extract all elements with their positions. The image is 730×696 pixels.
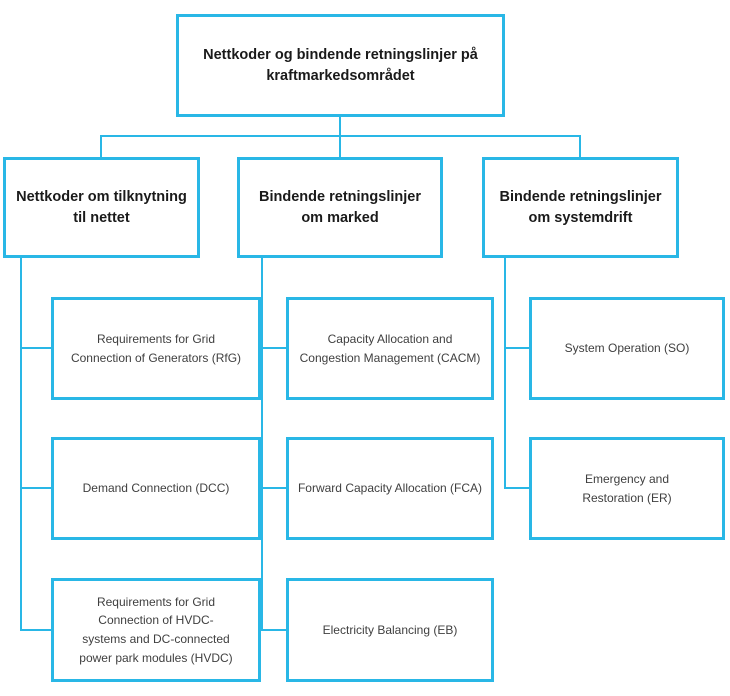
connector-root-trunk bbox=[339, 117, 341, 137]
connector-stub-cacm bbox=[261, 347, 286, 349]
branch-header-tilknytning: Nettkoder om tilknytning til nettet bbox=[3, 157, 200, 258]
connector-drop-right bbox=[579, 135, 581, 157]
child-node-label: Requirements for Grid Connection of HVDC… bbox=[79, 594, 233, 665]
connector-spine-right-column bbox=[504, 258, 506, 489]
branch-header-label: Nettkoder om tilknytning til nettet bbox=[16, 189, 187, 226]
child-node-hvdc: Requirements for Grid Connection of HVDC… bbox=[51, 578, 261, 682]
connector-stub-so bbox=[504, 347, 529, 349]
child-node-eb: Electricity Balancing (EB) bbox=[286, 578, 494, 682]
connector-stub-fca bbox=[261, 487, 286, 489]
child-node-label: System Operation (SO) bbox=[564, 341, 690, 356]
child-node-label: Forward Capacity Allocation (FCA) bbox=[297, 481, 483, 496]
connector-drop-left bbox=[100, 135, 102, 157]
child-node-dcc: Demand Connection (DCC) bbox=[51, 437, 261, 540]
branch-header-label: Bindende retningslinjer om marked bbox=[259, 189, 421, 226]
connector-drop-middle bbox=[339, 135, 341, 157]
connector-stub-hvdc bbox=[20, 629, 51, 631]
child-node-label: Electricity Balancing (EB) bbox=[322, 622, 458, 637]
child-node-cacm: Capacity Allocation and Congestion Manag… bbox=[286, 297, 494, 400]
child-node-label: Emergency and Restoration (ER) bbox=[582, 471, 672, 505]
branch-header-marked: Bindende retningslinjer om marked bbox=[237, 157, 443, 258]
child-node-rfg: Requirements for Grid Connection of Gene… bbox=[51, 297, 261, 400]
child-node-so: System Operation (SO) bbox=[529, 297, 725, 400]
root-node: Nettkoder og bindende retningslinjer på … bbox=[176, 14, 505, 117]
child-node-label: Capacity Allocation and Congestion Manag… bbox=[299, 331, 481, 365]
child-node-fca: Forward Capacity Allocation (FCA) bbox=[286, 437, 494, 540]
connector-spine-middle-column bbox=[261, 258, 263, 631]
connector-stub-er bbox=[504, 487, 529, 489]
branch-header-systemdrift: Bindende retningslinjer om systemdrift bbox=[482, 157, 679, 258]
root-node-label: Nettkoder og bindende retningslinjer på … bbox=[203, 47, 478, 84]
connector-stub-dcc bbox=[20, 487, 51, 489]
child-node-label: Demand Connection (DCC) bbox=[82, 481, 230, 496]
child-node-er: Emergency and Restoration (ER) bbox=[529, 437, 725, 540]
branch-header-label: Bindende retningslinjer om systemdrift bbox=[499, 189, 662, 226]
child-node-label: Requirements for Grid Connection of Gene… bbox=[70, 331, 242, 365]
connector-spine-left-column bbox=[20, 258, 22, 631]
connector-stub-rfg bbox=[20, 347, 51, 349]
connector-stub-eb bbox=[261, 629, 286, 631]
